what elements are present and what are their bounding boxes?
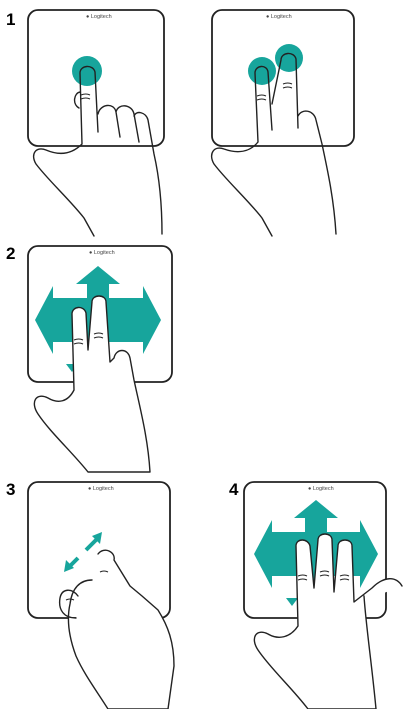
logitech-logo: ● Logitech xyxy=(266,14,292,20)
logitech-icon: ● xyxy=(308,486,312,492)
hand-outline xyxy=(210,52,337,237)
logitech-icon: ● xyxy=(88,486,92,492)
brand-label: Logitech xyxy=(90,14,112,20)
step-number-3: 3 xyxy=(6,480,16,499)
gesture-three-finger-swipe: ● Logitech xyxy=(236,476,403,709)
brand-label: Logitech xyxy=(312,486,334,492)
brand-label: Logitech xyxy=(93,250,115,256)
gesture-two-finger-tap: ● Logitech xyxy=(202,4,362,237)
logitech-icon: ● xyxy=(89,250,93,256)
gesture-pinch-zoom: ● Logitech xyxy=(18,476,188,709)
tap-indicator-left xyxy=(248,57,276,85)
logitech-logo: ● Logitech xyxy=(308,486,334,492)
gesture-one-finger-tap: ● Logitech xyxy=(18,4,178,237)
step-number-2: 2 xyxy=(6,244,16,263)
brand-label: Logitech xyxy=(270,14,292,20)
hand-outline xyxy=(253,533,403,709)
hand-outline xyxy=(32,65,163,237)
hand-outline xyxy=(33,295,151,473)
pinch-arrows xyxy=(64,532,102,572)
logitech-icon: ● xyxy=(86,14,90,20)
logitech-logo: ● Logitech xyxy=(86,14,112,20)
hand-outline xyxy=(58,549,175,709)
logitech-icon: ● xyxy=(266,14,270,20)
logitech-logo: ● Logitech xyxy=(88,486,114,492)
gesture-two-finger-scroll: ● Logitech xyxy=(18,240,188,473)
tap-indicator xyxy=(72,56,102,86)
touchpad xyxy=(211,9,355,147)
step-number-1: 1 xyxy=(6,10,16,29)
brand-label: Logitech xyxy=(92,486,114,492)
logitech-logo: ● Logitech xyxy=(89,250,115,256)
step-number-4: 4 xyxy=(229,480,239,499)
